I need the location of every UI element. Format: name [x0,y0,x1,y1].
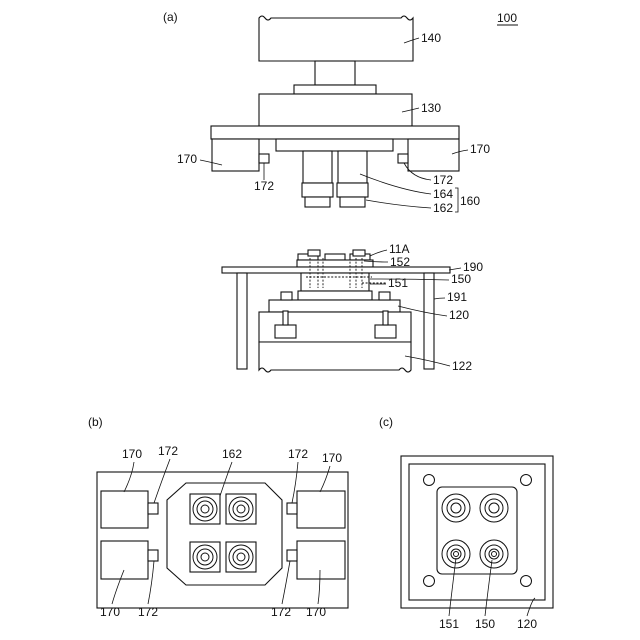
base-clamp-right [375,325,396,338]
leader-tip-body [360,174,431,194]
leader-via [370,279,449,280]
stage [259,342,411,372]
view-a-lower [222,250,450,372]
tip-right-end [340,197,365,207]
label-jig-right: 170 [470,142,490,156]
tip-b-top-left [190,494,220,524]
base-lug-left [281,292,292,300]
label-tip-group: 160 [460,194,480,208]
figure-label-c: (c) [379,415,393,429]
pin-right [398,154,408,163]
tip-square [226,494,256,524]
shaft-collar [294,85,376,94]
leader-post [434,298,445,299]
tip-b-top-right [226,494,256,524]
label-b-pin-top-right: 172 [288,447,308,461]
label-via: 150 [451,272,471,286]
label-c-via: 150 [475,617,495,631]
shaft [315,61,355,85]
leader-chip [370,250,387,256]
base-screw-right [383,311,388,325]
label-jig-left: 170 [177,152,197,166]
tip-left-collar [302,183,333,197]
jig-b-bottom-right [297,541,345,579]
label-block: 130 [421,101,441,115]
label-pin-right: 172 [433,173,453,187]
label-head: 140 [421,31,441,45]
chip-bump-right [353,250,365,256]
jig-b-top-left [101,491,148,528]
label-via-lower: 151 [388,276,408,290]
chip-pad-mid [325,254,345,260]
label-c-base: 120 [517,617,537,631]
figure-label-b: (b) [88,415,103,429]
base-lug-right [379,292,390,300]
base-screw-left [283,311,288,325]
mount-plate [211,126,459,139]
label-b-pin-bottom-right: 172 [271,605,291,619]
label-c-via-lower: 151 [439,617,459,631]
head [259,16,413,61]
label-base: 120 [449,308,469,322]
pin-b-top-right [287,503,297,514]
view-b [97,472,348,608]
label-b-jig-bottom-right: 170 [306,605,326,619]
label-tip-body: 164 [433,187,453,201]
jig-b-bottom-left [101,541,148,579]
label-b-pin-bottom-left: 172 [138,605,158,619]
label-stage: 122 [452,359,472,373]
leader-tip-end [366,200,431,208]
post-right [424,273,434,369]
jig-b-top-right [297,491,345,528]
via-body [301,273,369,291]
label-via-top: 152 [390,255,410,269]
figure-label-a: (a) [163,10,178,24]
base-top [269,300,400,312]
base-clamp-left [275,325,296,338]
label-b-tips: 162 [222,447,242,461]
pin-b-bottom-right [287,550,297,561]
pin-left [259,154,269,163]
jig-left [212,139,259,171]
label-post: 191 [447,290,467,304]
label-pin-left: 172 [254,179,274,193]
tip-group-bracket [455,188,458,212]
tip-left-end [305,197,330,207]
label-b-jig-top-left: 170 [122,447,142,461]
view-c [401,456,553,608]
tip-b-bottom-left [190,542,220,572]
pin-b-bottom-left [148,550,158,561]
pin-b-top-left [148,503,158,514]
tip-square [190,542,220,572]
chip-bump-left [308,250,320,256]
tip-b-bottom-right [226,542,256,572]
plate [222,267,450,273]
jig-right [408,139,459,171]
tip-holder-outline [167,483,282,585]
label-chip: 11A [389,242,409,256]
tip-right-collar [337,183,368,197]
assembly-label: 100 [497,11,517,25]
label-b-jig-bottom-left: 170 [100,605,120,619]
block [259,94,412,126]
post-left [237,273,247,369]
tip-right-body [338,151,367,183]
label-b-jig-top-right: 170 [322,451,342,465]
tip-left-body [303,151,332,183]
tip-holder [276,139,393,151]
label-tip-end: 162 [433,201,453,215]
tip-square [190,494,220,524]
via-socket [298,291,372,300]
leader-plate [449,268,461,270]
tip-square [226,542,256,572]
label-b-pin-top-left: 172 [158,444,178,458]
